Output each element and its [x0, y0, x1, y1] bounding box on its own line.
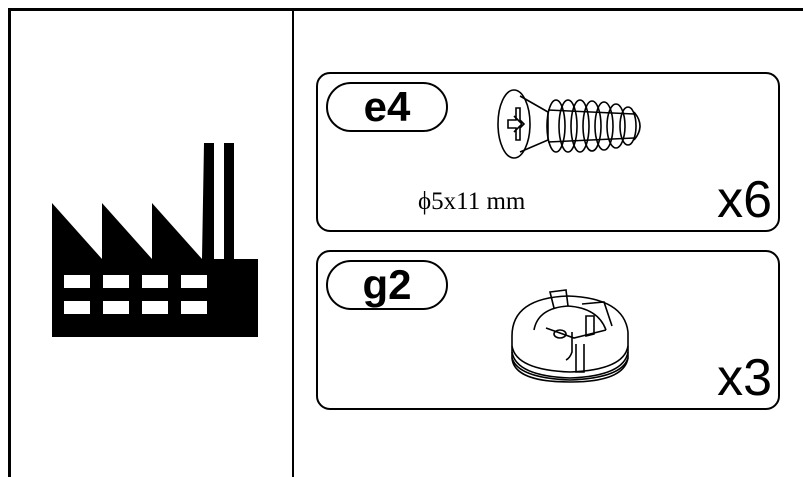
- frame-top-border: [8, 8, 803, 11]
- part-quantity: x6: [717, 171, 772, 229]
- frame-column-divider: [292, 8, 294, 477]
- cam-lock-fitting-icon: [511, 289, 629, 383]
- part-quantity: x3: [717, 349, 772, 407]
- part-code-badge: e4: [326, 82, 448, 132]
- phillips-screw-icon: [497, 89, 641, 159]
- frame-left-border: [8, 8, 11, 477]
- part-card-g2: g2 x3: [316, 250, 780, 410]
- part-card-e4: e4 ϕ5x11 mm x6: [316, 72, 780, 232]
- factory-icon: [52, 143, 258, 337]
- part-code-badge: g2: [326, 260, 448, 310]
- part-dimension: ϕ5x11 mm: [418, 188, 526, 215]
